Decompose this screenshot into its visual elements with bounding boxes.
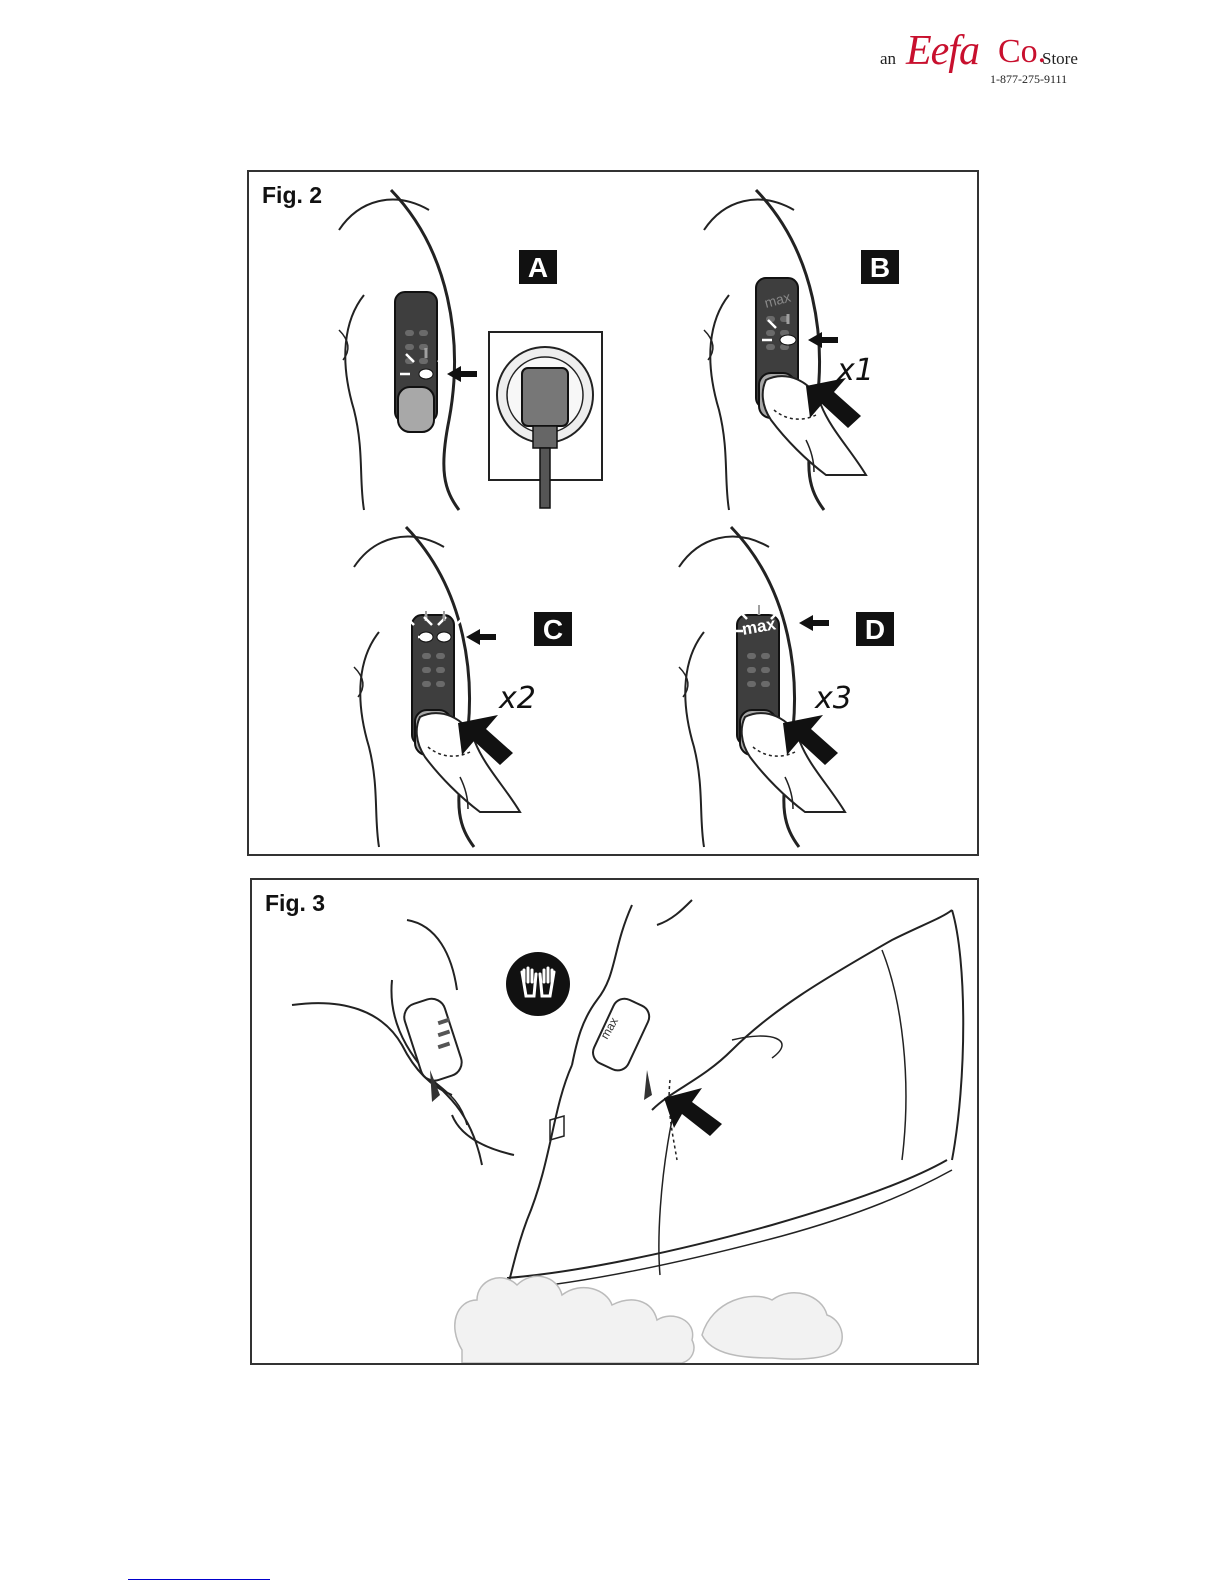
logo-phone: 1-877-275-9111 [990,72,1067,87]
figure-3-illustration: max [252,880,977,1363]
step-b-badge: B [861,250,899,284]
figure-2-label: Fig. 2 [262,182,322,209]
step-d-badge: D [856,612,894,646]
figure-3-panel: max Fig. 3 [250,878,979,1365]
step-b-letter: B [870,252,890,283]
figure-2-panel: A max x1 B x2 [247,170,979,856]
step-a-letter: A [528,252,548,283]
step-b-illustration: max [704,190,866,510]
step-c-multiplier: x2 [498,681,536,716]
logo-brand-script: Eefa [906,27,979,75]
left-hand-illustration [292,920,514,1165]
logo-brand-serif: Co. [998,33,1046,71]
step-a-illustration [339,190,602,510]
step-b-multiplier: x1 [836,353,874,388]
figure-3-label: Fig. 3 [265,890,325,917]
figure-2-illustration: A max x1 B x2 [249,172,977,854]
logo-suffix: Store [1042,49,1078,69]
step-c-illustration [354,527,520,847]
steam-cloud [455,1276,842,1363]
iron-illustration: max [502,900,963,1300]
step-c-letter: C [543,614,563,645]
step-d-multiplier: x3 [814,681,852,716]
step-c-badge: C [534,612,572,646]
two-hands-icon [506,952,570,1016]
step-d-letter: D [865,614,885,645]
logo-prefix: an [880,49,896,69]
store-logo: an Eefa Co. Store 1-877-275-9111 [880,25,1110,95]
step-a-badge: A [519,250,557,284]
footer-link-underline [128,1579,270,1580]
